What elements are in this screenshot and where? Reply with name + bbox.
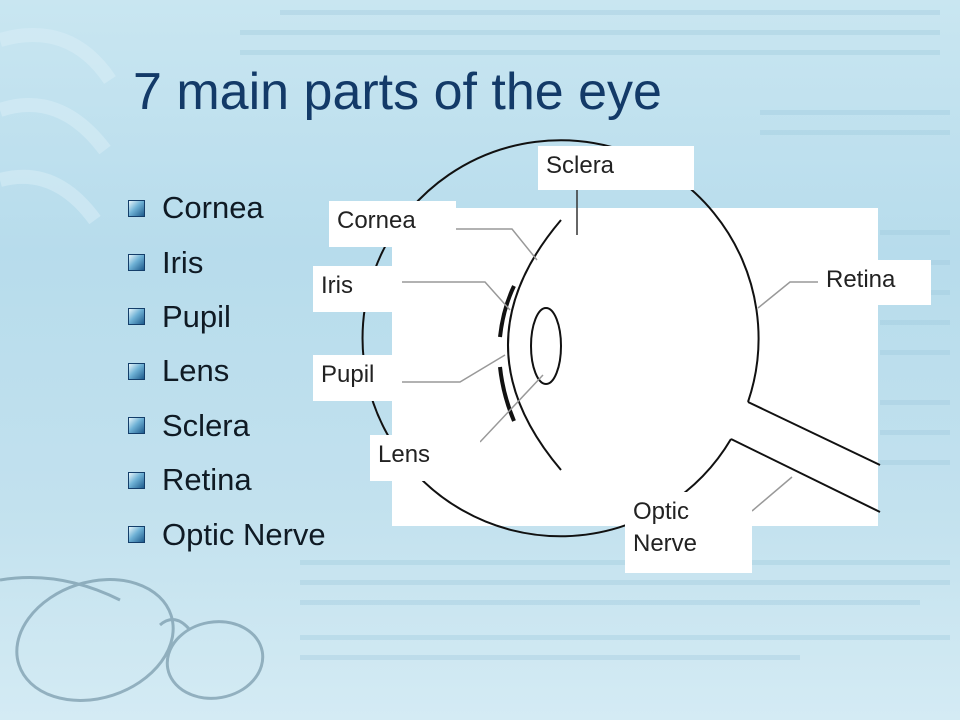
bullet-text: Sclera (162, 407, 250, 443)
pointer-iris (402, 281, 511, 311)
eyeball-outline (361, 139, 760, 538)
bullet-list: Cornea Iris Pupil Lens Sclera Retina Opt… (128, 181, 326, 562)
bullet-item: Optic Nerve (128, 507, 326, 561)
bullet-text: Cornea (162, 190, 264, 226)
optic-nerve-upper (747, 401, 881, 466)
slide-title: 7 main parts of the eye (133, 63, 662, 121)
label-optic-nerve-line1: Optic (633, 498, 690, 525)
square-bullet-icon (128, 471, 145, 489)
label-optic-nerve: Optic Nerve (625, 492, 752, 573)
bullet-text: Optic Nerve (162, 516, 326, 552)
cornea-outline (507, 219, 562, 471)
pointer-lens (479, 374, 544, 443)
square-bullet-icon (128, 526, 145, 544)
bullet-text: Iris (162, 244, 204, 280)
lens-shape (530, 307, 562, 385)
iris-upper (498, 285, 516, 338)
label-lens: Lens (370, 435, 480, 481)
bullet-item: Lens (128, 344, 326, 398)
label-iris: Iris (313, 266, 402, 312)
pointer-cornea (456, 228, 538, 261)
label-optic-nerve-line2: Nerve (633, 530, 698, 558)
bullet-item: Cornea (128, 181, 326, 235)
bullet-text: Retina (162, 462, 252, 498)
bullet-item: Iris (128, 235, 326, 289)
pointer-optic-nerve (751, 476, 793, 512)
label-pupil: Pupil (313, 355, 402, 401)
bullet-item: Pupil (128, 290, 326, 344)
square-bullet-icon (128, 362, 145, 380)
bullet-item: Sclera (128, 399, 326, 453)
bullet-text: Pupil (162, 298, 231, 334)
pointer-retina (757, 281, 818, 309)
optic-nerve-lower (730, 438, 881, 513)
square-bullet-icon (128, 308, 145, 326)
pointer-pupil (402, 354, 506, 383)
label-cornea: Cornea (329, 201, 456, 247)
square-bullet-icon (128, 417, 145, 435)
square-bullet-icon (128, 254, 145, 272)
bullet-text: Lens (162, 353, 230, 389)
label-retina: Retina (818, 260, 931, 305)
square-bullet-icon (128, 199, 145, 217)
iris-lower (498, 366, 516, 422)
bullet-item: Retina (128, 453, 326, 507)
label-sclera: Sclera (538, 146, 694, 190)
